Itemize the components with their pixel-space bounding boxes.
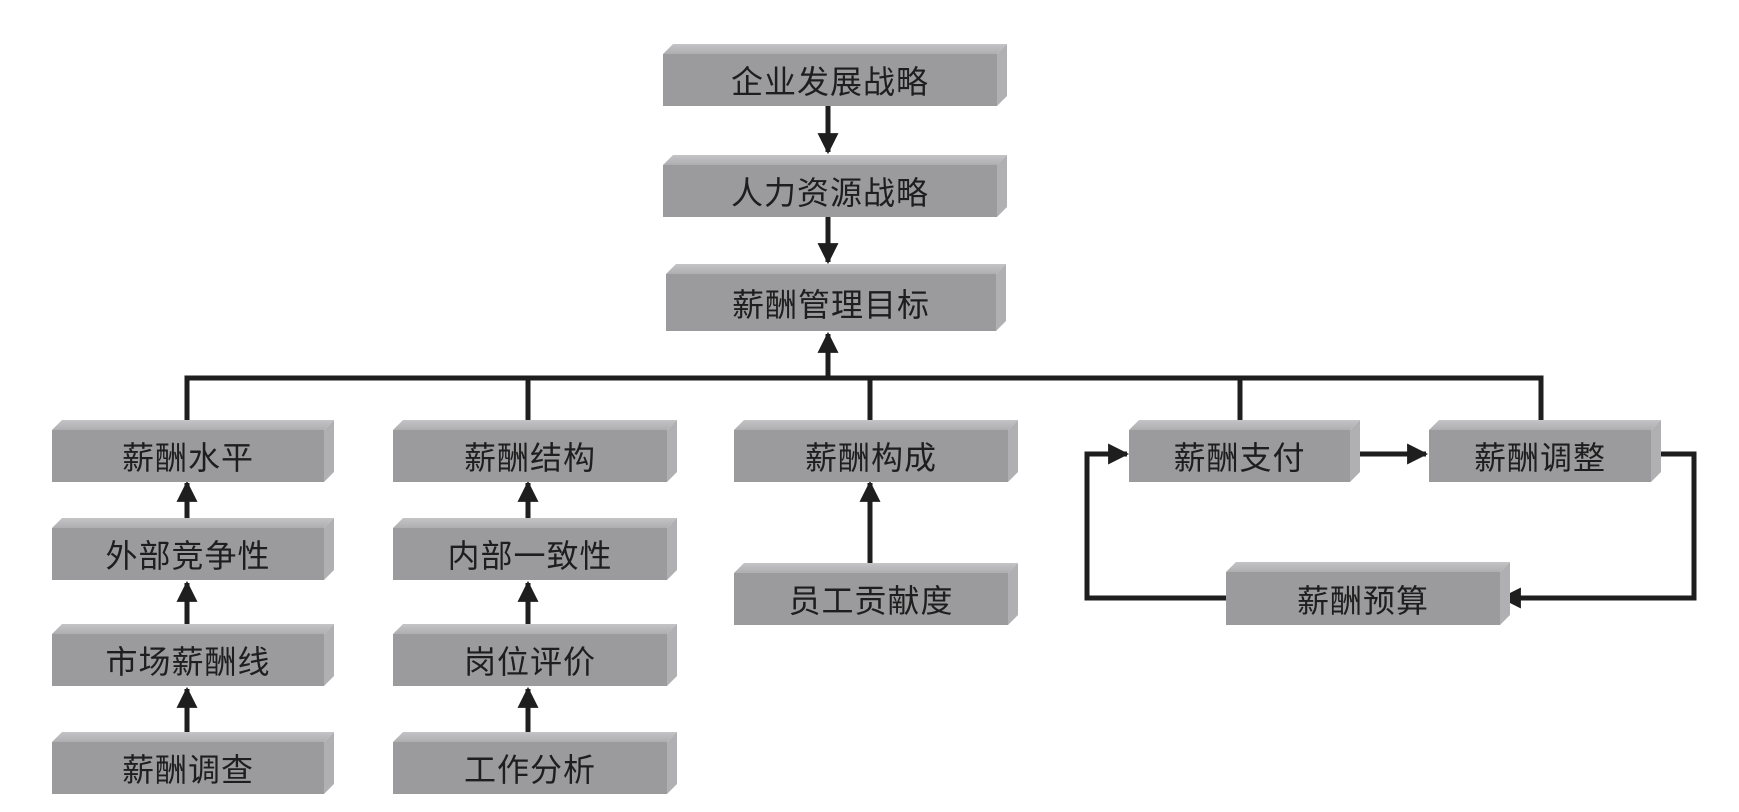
node-comp-structure: 薪酬结构: [393, 420, 677, 482]
node-hr-strategy: 人力资源战略: [663, 155, 1007, 217]
node-label: 薪酬支付: [1129, 430, 1350, 482]
node-internal-consistency: 内部一致性: [393, 518, 677, 580]
node-employee-contribution: 员工贡献度: [734, 563, 1018, 625]
arrow-budget-to-payment: [1084, 443, 1226, 601]
node-comp-composition: 薪酬构成: [734, 420, 1018, 482]
node-job-evaluation: 岗位评价: [393, 624, 677, 686]
arrow-adjustment-to-budget: [1499, 451, 1697, 609]
node-label: 薪酬结构: [393, 430, 667, 482]
node-label: 薪酬构成: [734, 430, 1008, 482]
node-label: 内部一致性: [393, 528, 667, 580]
node-label: 薪酬管理目标: [666, 274, 996, 331]
node-label: 薪酬调整: [1429, 430, 1651, 482]
node-pay-survey: 薪酬调查: [52, 732, 334, 794]
node-label: 外部竞争性: [52, 528, 324, 580]
node-label: 薪酬调查: [52, 742, 324, 794]
node-external-competitiveness: 外部竞争性: [52, 518, 334, 580]
node-comp-adjustment: 薪酬调整: [1429, 420, 1661, 482]
node-market-pay-line: 市场薪酬线: [52, 624, 334, 686]
node-comp-payment: 薪酬支付: [1129, 420, 1360, 482]
node-job-analysis: 工作分析: [393, 732, 677, 794]
node-label: 人力资源战略: [663, 165, 997, 217]
node-label: 薪酬预算: [1226, 572, 1500, 625]
node-comp-level: 薪酬水平: [52, 420, 334, 482]
node-label: 工作分析: [393, 742, 667, 794]
node-enterprise-strategy: 企业发展战略: [663, 44, 1007, 106]
bus-line: [184, 375, 1544, 420]
node-label: 岗位评价: [393, 634, 667, 686]
node-label: 企业发展战略: [663, 54, 997, 106]
node-comp-goal: 薪酬管理目标: [666, 264, 1006, 331]
node-label: 员工贡献度: [734, 573, 1008, 625]
node-label: 市场薪酬线: [52, 634, 324, 686]
node-comp-budget: 薪酬预算: [1226, 562, 1510, 625]
node-label: 薪酬水平: [52, 430, 324, 482]
